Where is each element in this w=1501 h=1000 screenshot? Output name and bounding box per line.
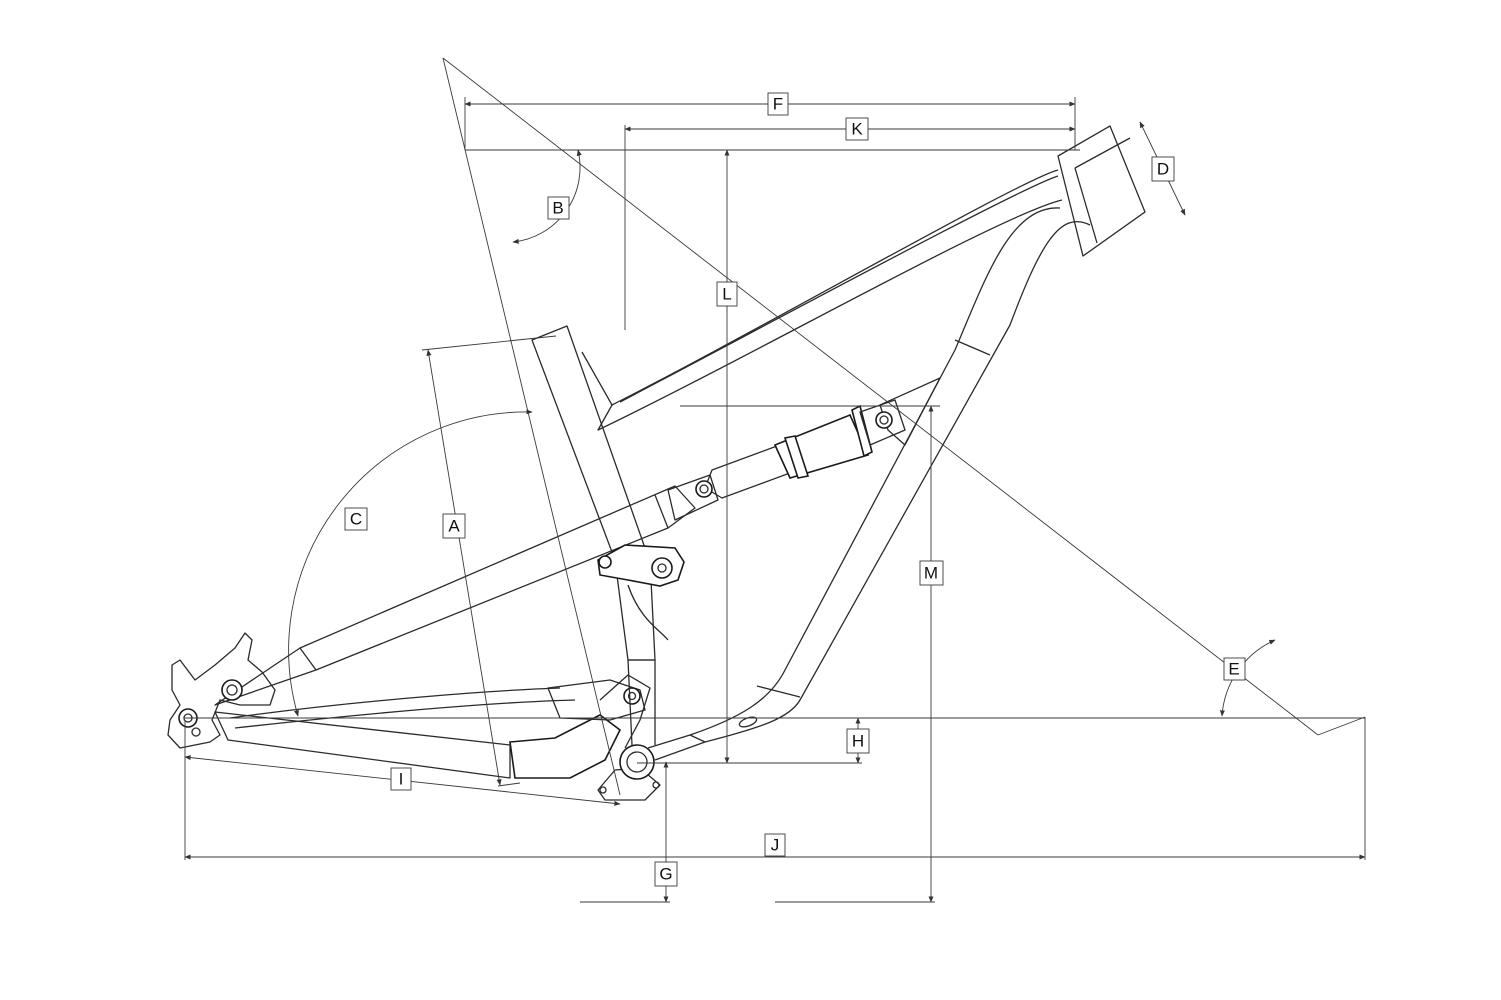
svg-text:H: H <box>852 732 864 751</box>
top-tube <box>597 169 1063 431</box>
label-a: A <box>442 513 466 539</box>
svg-text:A: A <box>448 517 460 536</box>
seat-tube <box>531 325 646 561</box>
svg-text:F: F <box>773 95 783 114</box>
chain-stay <box>214 711 511 779</box>
down-tube <box>647 207 1061 749</box>
label-l: L <box>716 281 738 307</box>
label-m: M <box>919 560 944 586</box>
dimension-labels: F K D B L C A M E H I J G <box>344 92 1246 887</box>
svg-text:G: G <box>659 865 672 884</box>
label-f: F <box>767 92 789 116</box>
svg-text:E: E <box>1228 660 1239 679</box>
rocker-link <box>597 544 685 587</box>
svg-text:J: J <box>771 836 780 855</box>
dimension-lines <box>184 57 1366 903</box>
svg-text:K: K <box>851 120 863 139</box>
svg-text:D: D <box>1157 160 1169 179</box>
down-tube-inner <box>654 220 1091 761</box>
label-k: K <box>845 117 869 141</box>
label-h: H <box>846 728 870 754</box>
label-c: C <box>344 507 368 531</box>
svg-text:I: I <box>399 770 404 789</box>
label-b: B <box>547 196 570 220</box>
rear-shock <box>695 399 906 499</box>
svg-text:C: C <box>350 510 362 529</box>
label-d: D <box>1151 156 1175 182</box>
svg-text:L: L <box>722 285 731 304</box>
svg-text:B: B <box>552 199 563 218</box>
bike-frame <box>167 125 1146 801</box>
svg-text:M: M <box>924 564 938 583</box>
label-e: E <box>1223 657 1246 681</box>
label-j: J <box>764 833 786 857</box>
head-tube <box>1057 125 1146 257</box>
rear-dropout <box>167 632 276 749</box>
label-i: I <box>390 767 412 791</box>
label-g: G <box>654 861 678 887</box>
